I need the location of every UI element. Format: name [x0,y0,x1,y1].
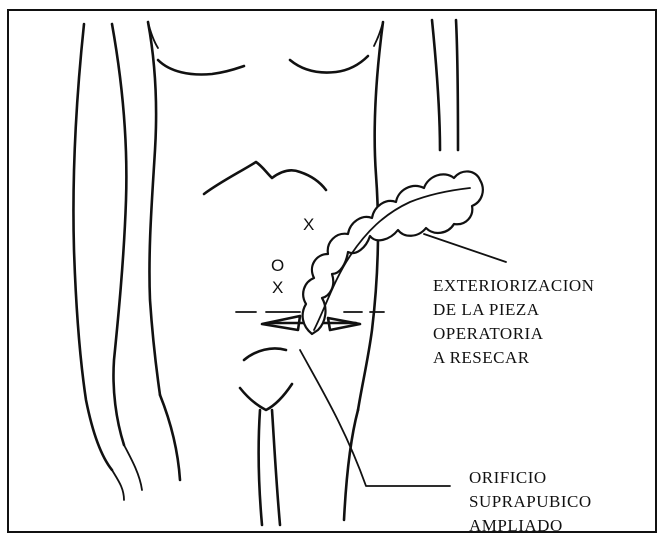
orifice-line-2: SUPRAPUBICO [469,492,592,511]
lower-x-mark: X [272,278,283,297]
exteriorization-line-2: DE LA PIEZA [433,300,540,319]
exteriorization-label: EXTERIORIZACION DE LA PIEZA OPERATORIA A… [433,276,594,367]
exteriorization-line-4: A RESECAR [433,348,530,367]
rib-arch [204,162,326,194]
orifice-pointer [300,350,450,486]
left-arm [73,24,142,500]
upper-x-mark: X [303,215,314,234]
colon-pointer [424,234,506,262]
right-arm [432,20,458,150]
chest-lines [158,56,368,74]
orifice-line-1: ORIFICIO [469,468,547,487]
orifice-label: ORIFICIO SUPRAPUBICO AMPLIADO [469,468,592,535]
torso-outline [148,22,383,410]
lower-o-mark: O [271,256,284,275]
exteriorization-line-3: OPERATORIA [433,324,544,343]
groin-lines [160,348,358,525]
exteriorization-line-1: EXTERIORIZACION [433,276,594,295]
orifice-line-3: AMPLIADO [469,516,563,535]
